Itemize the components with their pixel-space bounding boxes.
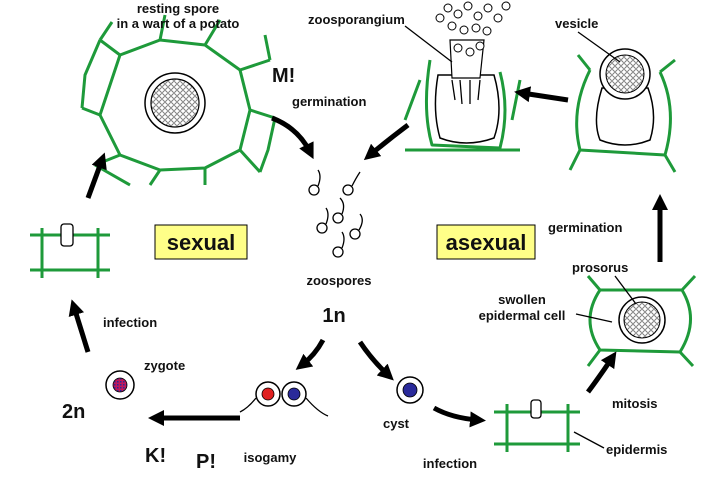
swollen-pointer	[575, 313, 613, 323]
asexual-label: asexual	[446, 230, 527, 255]
vesicle-group	[568, 48, 677, 173]
resting-spore-tissue	[80, 14, 277, 187]
germination-top-label: germination	[292, 94, 366, 109]
epidermis-cell	[494, 399, 580, 452]
resting-spore	[150, 78, 200, 128]
infection-cell-left	[30, 223, 110, 278]
vesicle-pointer	[577, 31, 621, 63]
zoosporangium-label: zoosporangium	[308, 12, 405, 27]
arrow-sporangium-to-zoospores	[363, 123, 410, 161]
sexual-box	[154, 224, 248, 260]
infection-left-label: infection	[103, 315, 157, 330]
swollen-epidermal-cell	[586, 274, 697, 368]
haploid-label: 1n	[322, 305, 345, 327]
swollen-label-line1: swollen	[498, 292, 546, 307]
zoosporangium-group	[403, 1, 522, 152]
prosorus-label: prosorus	[572, 260, 628, 275]
diploid-label: 2n	[62, 401, 85, 423]
resting-spore-label-line1: resting spore	[137, 1, 219, 16]
zoosporangium-pointer	[404, 25, 453, 63]
isogamy-gametes	[239, 381, 329, 417]
arrow-zygote-to-infection	[68, 299, 91, 353]
prosorus-pointer	[614, 275, 637, 305]
vesicle-label: vesicle	[555, 16, 598, 31]
arrow-infection-to-spore	[85, 152, 107, 199]
germination-right-label: germination	[548, 220, 622, 235]
epidermis-pointer	[573, 431, 605, 449]
arrow-germination	[271, 115, 314, 160]
infection-bottom-label: infection	[423, 456, 477, 471]
swollen-label-line2: epidermal cell	[479, 308, 566, 323]
mitosis-label: mitosis	[612, 396, 658, 411]
cyst-label: cyst	[383, 416, 410, 431]
isogamy-label: isogamy	[244, 450, 298, 465]
zygote-label: zygote	[144, 358, 185, 373]
released-zoospores	[435, 1, 511, 57]
resting-spore-label-line2: in a wart of a potato	[117, 16, 240, 31]
cyst	[402, 382, 418, 398]
sexual-label: sexual	[167, 230, 236, 255]
asexual-box	[436, 224, 536, 260]
karyogamy-label: K!	[145, 445, 166, 467]
arrow-cyst-to-infection	[432, 405, 486, 428]
meiosis-label: M!	[272, 65, 295, 87]
epidermis-label: epidermis	[606, 442, 667, 457]
arrow-zoospore-to-gametes	[295, 338, 326, 370]
zygote	[112, 377, 128, 393]
zoospores	[308, 169, 363, 258]
arrow-zoospore-to-cyst	[357, 340, 394, 381]
plasmogamy-label: P!	[196, 451, 216, 473]
zoospores-label: zoospores	[306, 273, 371, 288]
arrow-infection-to-prosorus	[585, 351, 617, 394]
arrow-vesicle-to-sporangium	[514, 86, 569, 103]
